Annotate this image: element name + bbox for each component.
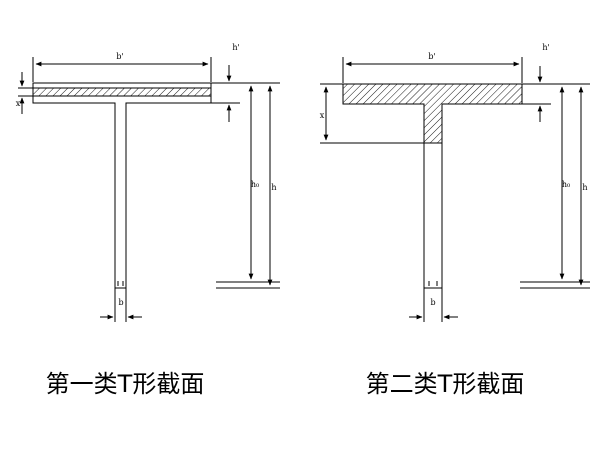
label-effective-depth-2: h₀ [562, 180, 570, 189]
label-compression-depth-2: x [320, 111, 325, 120]
diagram-type-1 [18, 57, 280, 322]
label-total-depth-2: h [582, 183, 587, 192]
label-flange-thickness-2: h' [542, 43, 549, 52]
compression-zone-2 [342, 83, 523, 144]
label-total-depth: h [271, 183, 276, 192]
t-section-outline [32, 82, 212, 289]
label-flange-width-2: b' [428, 52, 435, 61]
compression-zone [32, 87, 212, 97]
label-web-width: b [118, 298, 123, 307]
label-web-width-2: b [430, 298, 435, 307]
label-effective-depth: h₀ [251, 180, 259, 189]
label-flange-width: b' [116, 52, 123, 61]
diagram-type-2 [320, 57, 590, 322]
caption-type-1: 第一类T形截面 [46, 370, 205, 398]
label-compression-depth: x [16, 99, 21, 108]
label-flange-thickness: h' [232, 43, 239, 52]
caption-type-2: 第二类T形截面 [366, 370, 525, 398]
